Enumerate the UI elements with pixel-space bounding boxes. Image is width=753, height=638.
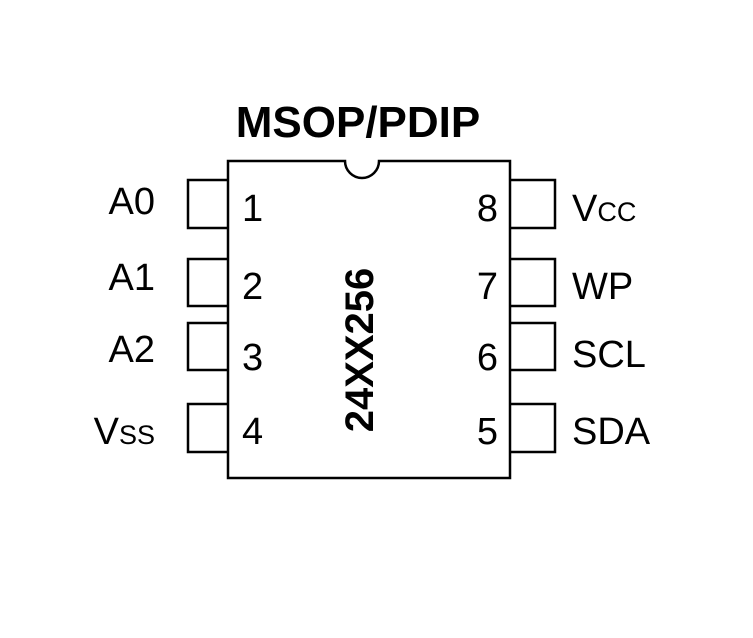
pin-label: WP bbox=[572, 266, 633, 308]
pin-number: 7 bbox=[477, 266, 498, 308]
pin-2: 2 A1 bbox=[109, 257, 264, 308]
pin-6: 6 SCL bbox=[477, 321, 646, 379]
pin-number: 3 bbox=[242, 337, 263, 379]
pin-7: 7 WP bbox=[477, 257, 633, 308]
pin-5: 5 SDA bbox=[477, 402, 651, 454]
package-title: MSOP/PDIP bbox=[236, 98, 481, 147]
pin-box bbox=[510, 257, 557, 308]
pin-box bbox=[186, 178, 228, 230]
pin-8: 8 Vcc bbox=[477, 178, 636, 230]
pin-3: 3 A2 bbox=[109, 321, 263, 379]
pin-label: SCL bbox=[572, 334, 646, 376]
pin-number: 8 bbox=[477, 188, 498, 230]
pin-box bbox=[510, 321, 557, 372]
pin-label: A1 bbox=[109, 257, 155, 299]
chip-body bbox=[226, 159, 512, 480]
pin-number: 4 bbox=[242, 411, 263, 453]
pin-label: Vss bbox=[94, 411, 155, 453]
chip-outline bbox=[226, 159, 512, 480]
pin-label: A2 bbox=[109, 329, 155, 371]
pin-box bbox=[510, 402, 557, 454]
pin-label: A0 bbox=[109, 181, 155, 223]
pin-box bbox=[186, 321, 228, 372]
pin-box bbox=[186, 257, 228, 308]
pin-4: 4 Vss bbox=[94, 402, 263, 454]
pin-number: 6 bbox=[477, 337, 498, 379]
part-number: 24XX256 bbox=[338, 268, 382, 433]
pin-box bbox=[186, 402, 228, 454]
pin-box bbox=[510, 178, 557, 230]
pin-label: Vcc bbox=[572, 188, 636, 230]
pin-1: 1 A0 bbox=[109, 178, 263, 230]
pin-label: SDA bbox=[572, 411, 651, 453]
pin-number: 1 bbox=[242, 188, 263, 230]
pin-number: 5 bbox=[477, 411, 498, 453]
pin-number: 2 bbox=[242, 266, 263, 308]
